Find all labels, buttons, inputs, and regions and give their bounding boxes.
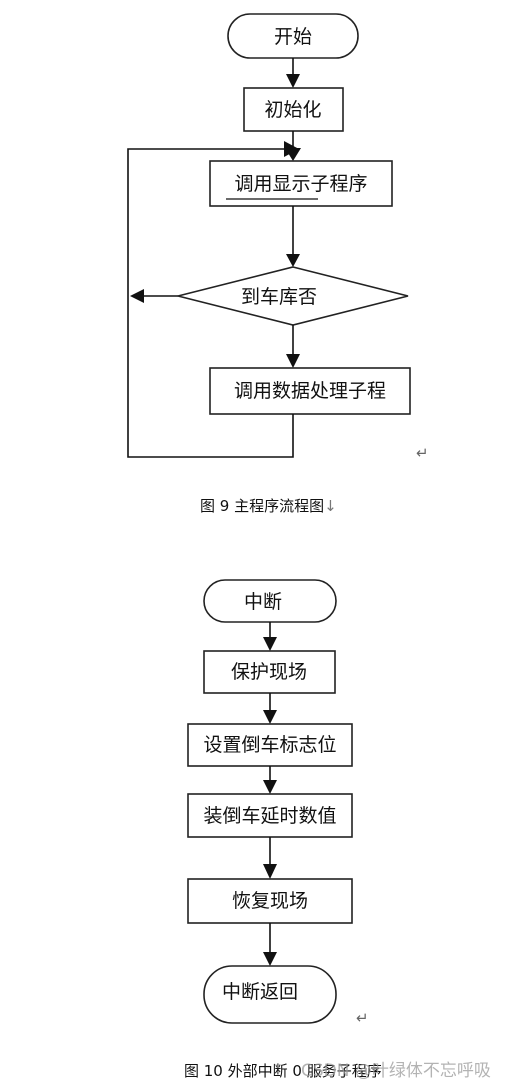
arrowhead-flag [263, 710, 277, 724]
set-flag-label: 设置倒车标志位 [203, 734, 336, 756]
figure-10-caption: 图 10 外部中断 0 服务子程序 [184, 1062, 382, 1080]
arrowhead-init [286, 74, 300, 88]
arrowhead-return [263, 952, 277, 966]
process-protect-context [203, 650, 336, 694]
paragraph-mark-1: ↵ [416, 444, 429, 462]
loop-back-line [127, 148, 294, 458]
figure-9-main-program-flowchart: 开始 初始化 调用显示子程序 到车库否 调用数据处理子程 [127, 13, 429, 515]
arrowhead-protect [263, 637, 277, 651]
return-label: 中断返回 [222, 981, 298, 1003]
process-load-reverse-delay [187, 793, 353, 838]
call-process-label: 调用数据处理子程 [234, 380, 386, 402]
process-init [243, 87, 344, 132]
arrowhead-decision [286, 254, 300, 267]
figure-10-interrupt-flowchart: 中断 保护现场 设置倒车标志位 装倒车延时数值 恢复现场 中断返回 ↵ [184, 579, 382, 1080]
protect-label: 保护现场 [231, 661, 307, 683]
figure-9-caption: 图 9 主程序流程图↓ [200, 497, 337, 515]
arrowhead-restore [263, 864, 277, 879]
init-label: 初始化 [264, 99, 321, 121]
arrowhead-loop-join [284, 141, 299, 157]
arrowhead-delay [263, 780, 277, 794]
start-label: 开始 [274, 26, 312, 48]
arrowhead-process [286, 354, 300, 368]
watermark: CSDN @叶绿体不忘呼吸 [301, 1061, 491, 1081]
process-call-data-processing [209, 367, 411, 415]
arrowhead-decision-left [130, 289, 144, 303]
call-display-label: 调用显示子程序 [234, 173, 367, 195]
restore-label: 恢复现场 [232, 890, 308, 912]
interrupt-label: 中断 [244, 591, 282, 613]
decision-label: 到车库否 [241, 286, 317, 308]
terminator-interrupt-return [203, 965, 337, 1024]
process-set-reverse-flag [187, 723, 353, 767]
paragraph-mark-2: ↵ [356, 1009, 369, 1027]
process-restore-context [187, 878, 353, 924]
load-delay-label: 装倒车延时数值 [203, 805, 336, 827]
